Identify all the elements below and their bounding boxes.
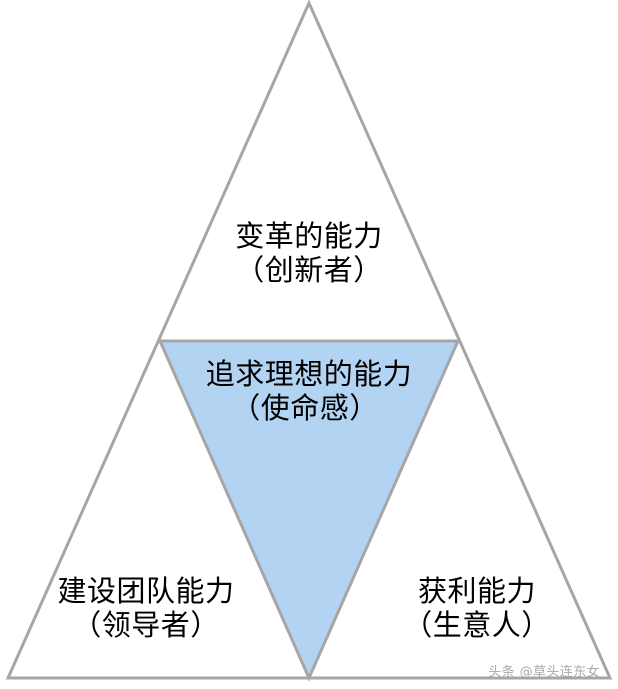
label-mission: 追求理想的能力 （使命感） (206, 357, 413, 425)
label-businessman-line1: 获利能力 (417, 574, 537, 608)
watermark-text: 头条 @草头连东女 (488, 665, 600, 680)
label-businessman: 获利能力 （生意人） (403, 574, 551, 642)
label-leader-line1: 建设团队能力 (57, 574, 235, 608)
label-innovator-line2: （创新者） (235, 253, 383, 288)
label-businessman-line2: （生意人） (403, 608, 551, 643)
label-innovator-line1: 变革的能力 (235, 219, 383, 253)
label-mission-line1: 追求理想的能力 (205, 357, 413, 391)
inner-inverted-triangle (157, 339, 461, 682)
label-leader-line2: （领导者） (72, 608, 220, 643)
label-innovator: 变革的能力 （创新者） (235, 219, 383, 287)
label-mission-line2: （使命感） (231, 391, 379, 426)
label-leader: 建设团队能力 （领导者） (57, 574, 234, 642)
